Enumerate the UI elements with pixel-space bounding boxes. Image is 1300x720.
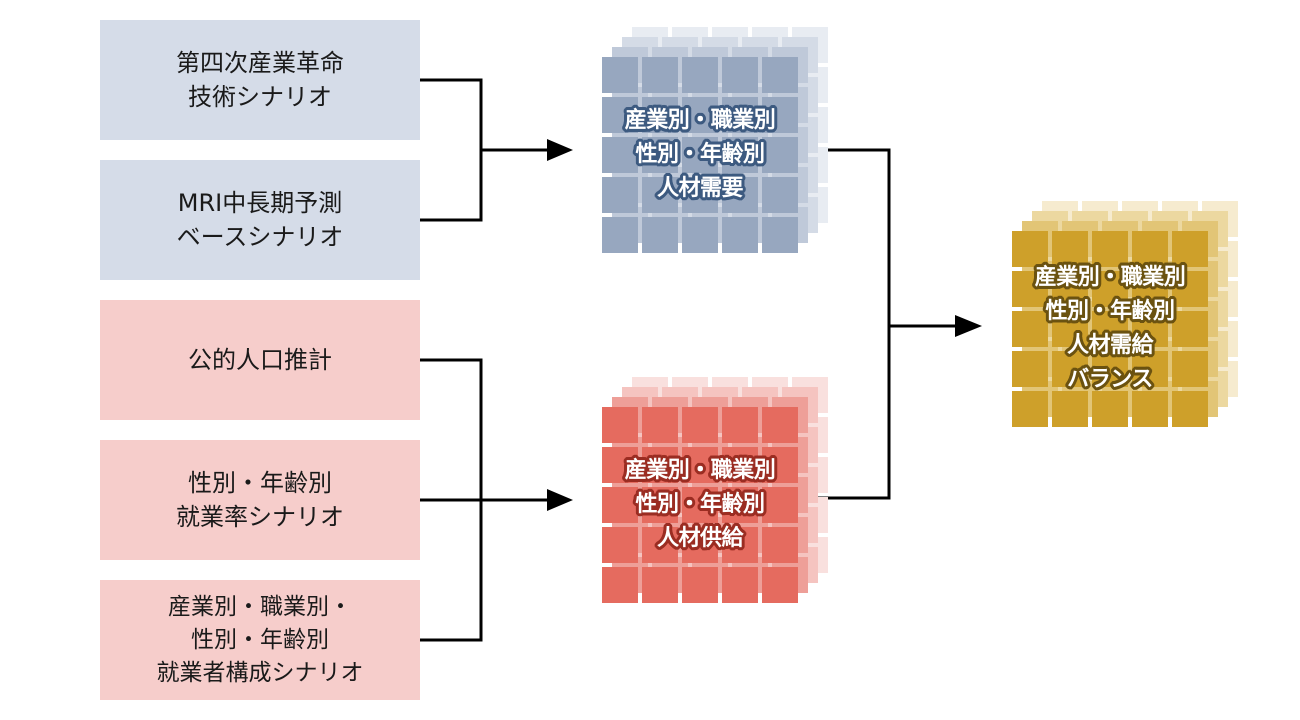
output-stack-balance: 産業別・職業別 性別・年齢別 人材需給 バランス xyxy=(1012,201,1242,431)
grid-cell xyxy=(1092,231,1128,267)
grid-cell xyxy=(1132,311,1168,347)
input-box-mri-forecast: MRI中長期予測 ベースシナリオ xyxy=(100,160,420,280)
grid-cell xyxy=(762,97,798,133)
grid-cell xyxy=(602,407,638,443)
output-label-demand: 産業別・職業別 性別・年齢別 人材需要 xyxy=(624,108,776,201)
grid-cell xyxy=(682,527,718,563)
grid-cell xyxy=(1132,271,1168,307)
grid-cell xyxy=(722,487,758,523)
grid-cell xyxy=(602,217,638,253)
grid-cell xyxy=(722,527,758,563)
grid-cell xyxy=(762,57,798,93)
grid-cell xyxy=(602,487,638,523)
input-box-employment-rate-scenario: 性別・年齢別 就業率シナリオ xyxy=(100,440,420,560)
grid-cell xyxy=(1132,351,1168,387)
grid-cell xyxy=(682,217,718,253)
grid-cell xyxy=(1052,391,1088,427)
input-label: 産業別・職業別・ 性別・年齢別 就業者構成シナリオ xyxy=(156,593,364,686)
output-label-supply: 産業別・職業別 性別・年齢別 人材供給 xyxy=(624,458,776,551)
grid-cell xyxy=(1052,311,1088,347)
grid-cell xyxy=(682,97,718,133)
output-stack-demand: 産業別・職業別 性別・年齢別 人材需要 xyxy=(602,27,832,257)
grid-cell xyxy=(682,407,718,443)
input-label: MRI中長期予測 ベースシナリオ xyxy=(176,189,344,251)
output-label-balance: 産業別・職業別 性別・年齢別 人材需給 バランス xyxy=(1034,265,1186,392)
grid-cell xyxy=(722,447,758,483)
grid-cell xyxy=(1172,231,1208,267)
grid-cell xyxy=(1012,231,1048,267)
grid-cell xyxy=(762,567,798,603)
stack-layer xyxy=(602,407,798,603)
grid-cell xyxy=(762,527,798,563)
grid-cell xyxy=(642,487,678,523)
grid-cell xyxy=(642,177,678,213)
grid-cell xyxy=(762,217,798,253)
grid-cell xyxy=(1012,351,1048,387)
grid-cell xyxy=(1012,311,1048,347)
grid-cell xyxy=(1172,271,1208,307)
grid-cell xyxy=(1092,351,1128,387)
input-label: 第四次産業革命 技術シナリオ xyxy=(176,49,344,111)
input-box-workforce-composition-scenario: 産業別・職業別・ 性別・年齢別 就業者構成シナリオ xyxy=(100,580,420,700)
grid-cell xyxy=(642,567,678,603)
grid-cell xyxy=(722,57,758,93)
input-box-population-projection: 公的人口推計 xyxy=(100,300,420,420)
connector-demand-inputs xyxy=(420,78,483,222)
grid-cell xyxy=(1052,271,1088,307)
connector-outputs xyxy=(808,148,891,500)
arrow-head-demand xyxy=(547,139,573,161)
grid-cell xyxy=(642,527,678,563)
grid-cell xyxy=(602,447,638,483)
stack-layer xyxy=(602,57,798,253)
arrow-head-supply xyxy=(547,489,573,511)
grid-cell xyxy=(1132,231,1168,267)
grid-cell xyxy=(642,217,678,253)
grid-cell xyxy=(762,447,798,483)
grid-cell xyxy=(722,177,758,213)
grid-cell xyxy=(762,137,798,173)
input-label: 公的人口推計 xyxy=(188,346,332,374)
grid-cell xyxy=(1052,231,1088,267)
grid-cell xyxy=(1012,271,1048,307)
grid-cell xyxy=(722,567,758,603)
grid-cell xyxy=(602,57,638,93)
grid-cell xyxy=(1172,311,1208,347)
grid-cell xyxy=(1172,391,1208,427)
stack-layer xyxy=(1012,231,1208,427)
grid-cell xyxy=(1132,391,1168,427)
grid-cell xyxy=(722,97,758,133)
input-box-fourth-industrial-revolution: 第四次産業革命 技術シナリオ xyxy=(100,20,420,140)
grid-cell xyxy=(602,527,638,563)
grid-cell xyxy=(682,567,718,603)
grid-cell xyxy=(602,97,638,133)
grid-cell xyxy=(722,137,758,173)
grid-cell xyxy=(642,57,678,93)
grid-cell xyxy=(642,407,678,443)
grid-cell xyxy=(1012,391,1048,427)
grid-cell xyxy=(602,567,638,603)
arrow-head-balance xyxy=(955,315,982,337)
grid-cell xyxy=(602,177,638,213)
grid-cell xyxy=(1092,311,1128,347)
grid-cell xyxy=(642,137,678,173)
grid-cell xyxy=(682,57,718,93)
grid-cell xyxy=(1092,271,1128,307)
grid-cell xyxy=(1052,351,1088,387)
grid-cell xyxy=(762,407,798,443)
input-label: 性別・年齢別 就業率シナリオ xyxy=(176,469,344,531)
grid-cell xyxy=(722,217,758,253)
grid-cell xyxy=(1172,351,1208,387)
grid-cell xyxy=(762,487,798,523)
grid-cell xyxy=(602,137,638,173)
grid-cell xyxy=(682,137,718,173)
grid-cell xyxy=(762,177,798,213)
grid-cell xyxy=(722,407,758,443)
grid-cell xyxy=(642,447,678,483)
output-stack-supply: 産業別・職業別 性別・年齢別 人材供給 xyxy=(602,377,832,607)
grid-cell xyxy=(642,97,678,133)
grid-cell xyxy=(1092,391,1128,427)
grid-cell xyxy=(682,487,718,523)
grid-cell xyxy=(682,177,718,213)
grid-cell xyxy=(682,447,718,483)
